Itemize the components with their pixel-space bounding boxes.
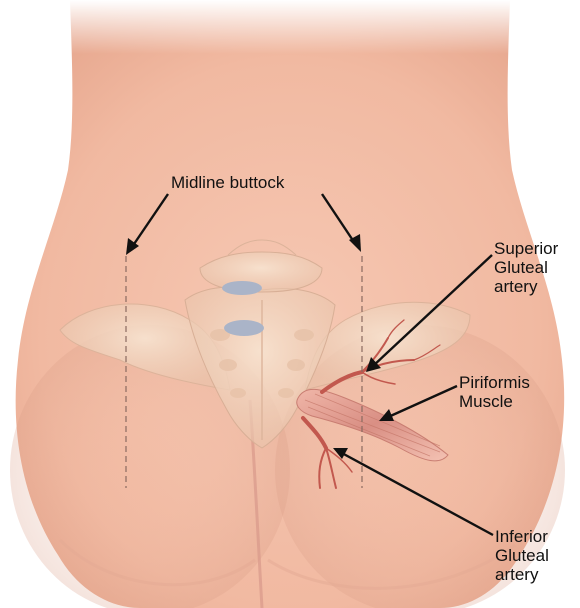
piriformis-label-line-2: Muscle — [459, 392, 530, 411]
superior-label-line-1: Superior — [494, 239, 558, 258]
inferior-label-line-1: Inferior — [495, 527, 549, 546]
midline-buttock-label: Midline buttock — [171, 173, 284, 192]
inferior-label-line-3: artery — [495, 565, 549, 584]
superior-gluteal-artery-label: Superior Gluteal artery — [494, 239, 558, 296]
intervertebral-disc-upper — [222, 281, 262, 295]
superior-label-line-2: Gluteal — [494, 258, 558, 277]
superior-label-line-3: artery — [494, 277, 558, 296]
inferior-gluteal-artery-label: Inferior Gluteal artery — [495, 527, 549, 584]
piriformis-label-line-1: Piriformis — [459, 373, 530, 392]
piriformis-muscle-label: Piriformis Muscle — [459, 373, 530, 411]
inferior-label-line-2: Gluteal — [495, 546, 549, 565]
intervertebral-disc-lower — [224, 320, 264, 336]
